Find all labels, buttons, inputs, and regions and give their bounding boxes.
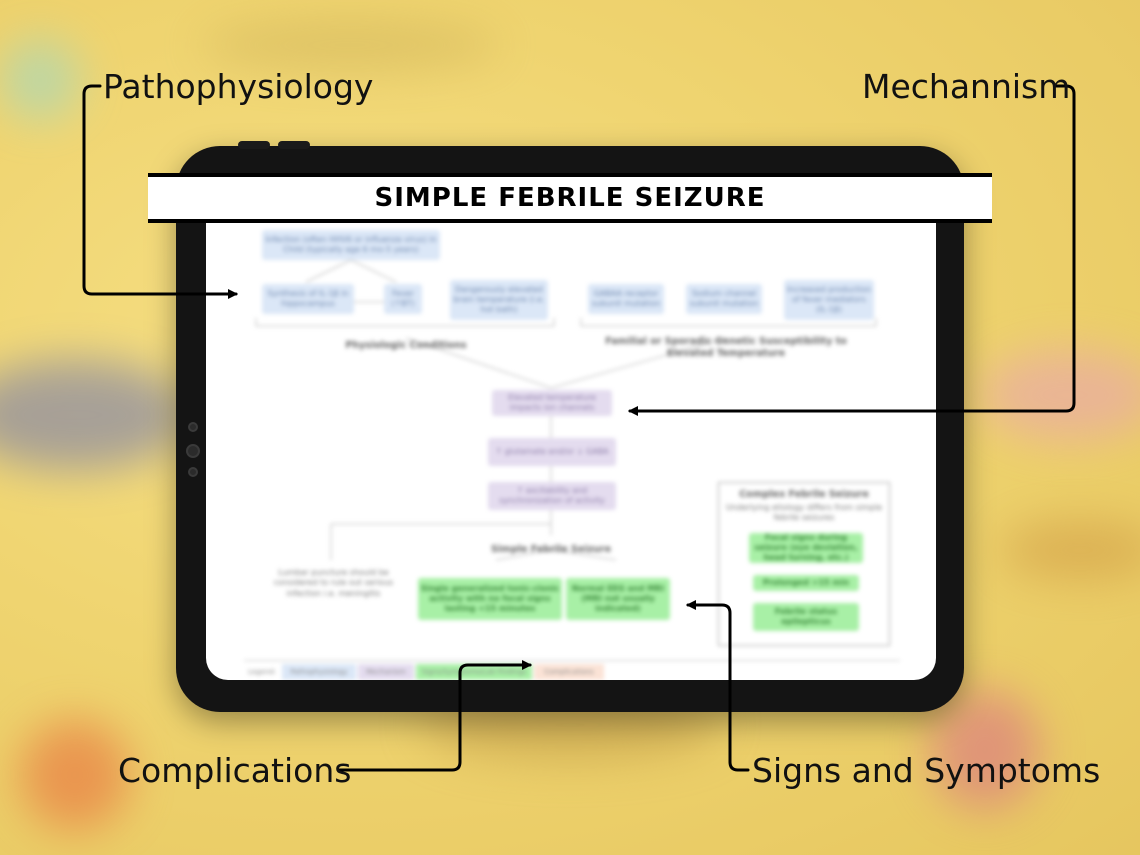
node-synthesis: Synthesis of IL-1β in hippocampus <box>262 284 354 314</box>
node-fever: Fever (↑BT) <box>384 284 422 314</box>
camera-icon <box>188 467 198 477</box>
background-blob <box>200 20 500 70</box>
callout-mechanism: Mechannism <box>862 67 1071 106</box>
node-increased: Increased production of fever mediators … <box>784 280 874 320</box>
tablet-top-button <box>238 141 270 149</box>
legend-mechanism: Mechanism <box>358 664 414 680</box>
node-normal-eeg: Normal EEG and MRI (MRI not usually indi… <box>566 578 670 620</box>
tablet-frame: Infection (often HHV6 or influenza virus… <box>176 141 964 712</box>
camera-icon <box>188 422 198 432</box>
page-title: SIMPLE FEBRILE SEIZURE <box>374 183 766 213</box>
complex-seizure-subtitle: Underlying etiology differs from simple … <box>725 503 883 523</box>
label-familial: Familial or Sporadic Genetic Susceptibil… <box>605 336 847 360</box>
note-lumbar: Lumbar puncture should be considered to … <box>273 568 394 598</box>
background-blob <box>0 360 190 470</box>
background-blob <box>930 690 1040 810</box>
tablet-screen: Infection (often HHV6 or influenza virus… <box>206 220 936 680</box>
node-glutamate: ↑ glutamate and/or ↓ GABA <box>488 438 616 466</box>
complex-seizure-title: Complex Febrile Seizure <box>739 489 869 500</box>
node-focal-signs: Focal signs during seizure (eye deviatio… <box>749 533 863 563</box>
legend-pathophysiology: Pathophysiology <box>282 664 356 680</box>
tablet-top-button <box>278 141 310 149</box>
camera-icon <box>186 444 200 458</box>
node-sodium: Sodium channel subunit mutation <box>686 284 762 314</box>
node-febrile-status: Febrile status epilepticus <box>753 603 859 631</box>
background-blob <box>980 350 1140 440</box>
node-infection: Infection (often HHV6 or influenza virus… <box>262 230 440 260</box>
label-physiologic: Physiologic Conditions <box>345 340 467 351</box>
mindmap-diagram: Infection (often HHV6 or influenza virus… <box>206 220 936 680</box>
background-blob <box>0 40 80 120</box>
background-blob <box>20 720 130 830</box>
legend-signs: Signs/Symptoms/Lab Findings <box>416 664 532 680</box>
legend-label: Legend: <box>247 668 277 676</box>
node-single-seizure: Single generalized tonic-clonic activity… <box>418 578 562 620</box>
node-dangerous: Dangerously elevated brain temperature (… <box>450 280 548 320</box>
callout-complications: Complications <box>118 751 352 790</box>
label-simple-seizure: Simple Febrile Seizure <box>490 544 612 555</box>
callout-pathophysiology: Pathophysiology <box>103 67 374 106</box>
legend-complications: Complications <box>534 664 604 680</box>
node-gaba: GABAA receptor subunit mutation <box>588 284 664 314</box>
complex-seizure-panel: Complex Febrile Seizure Underlying etiol… <box>718 482 890 646</box>
title-banner: SIMPLE FEBRILE SEIZURE <box>148 173 992 223</box>
callout-signs-symptoms: Signs and Symptoms <box>752 751 1101 790</box>
legend-divider <box>244 660 900 661</box>
node-prolonged: Prolonged >15 min <box>753 575 859 591</box>
background-blob <box>1000 520 1140 580</box>
node-elevated: Elevated temperature impacts ion channel… <box>492 390 612 416</box>
node-excitability: ↑ excitability and synchronization of ac… <box>488 482 616 510</box>
